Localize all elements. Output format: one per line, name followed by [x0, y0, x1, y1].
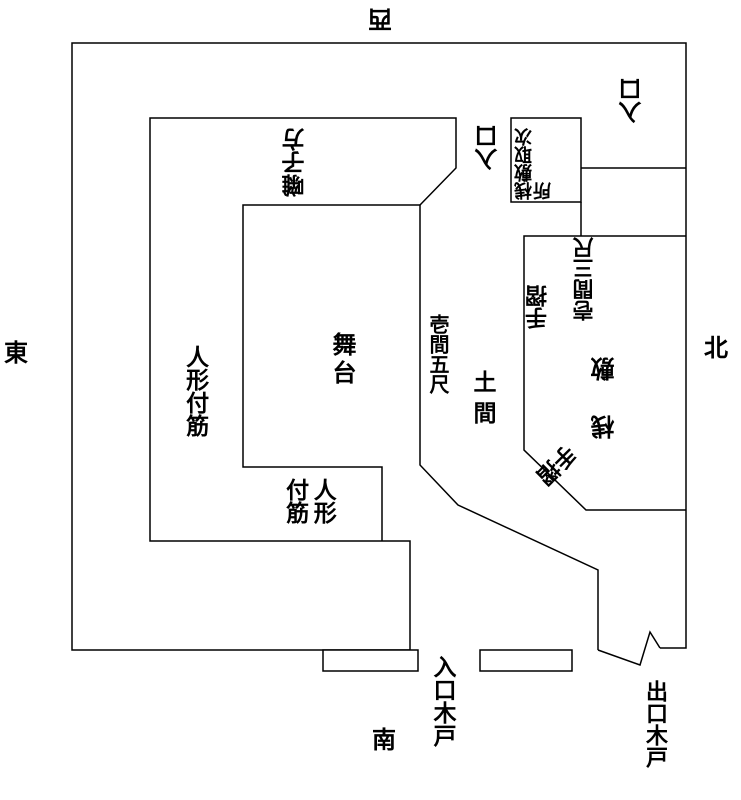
stage-outline	[242, 204, 420, 541]
stage-label: 舞台	[328, 332, 356, 388]
exit-door-label: 出口木戸	[642, 680, 667, 768]
outer-wall	[71, 42, 687, 651]
exit-door-swing	[597, 630, 661, 666]
doll-bottom-label: 人形付筋	[281, 478, 336, 524]
entrance-door-label: 入口木戸	[429, 655, 455, 747]
hayashi-label: 囃子方	[283, 128, 309, 197]
tesuri-top-label: 手摺	[526, 285, 551, 329]
sajiki-outline	[523, 235, 686, 511]
direction-west: 西	[368, 5, 392, 33]
iriguchi-top-label: 入口	[476, 125, 502, 171]
direction-north: 北	[704, 334, 728, 362]
sajiki-office-box	[510, 117, 582, 203]
doll-left-label: 人形付筋	[181, 345, 208, 437]
entrance-door-right	[479, 649, 573, 672]
doma-label: 土間	[469, 370, 495, 432]
sajiki-office-label: 桟敷取次所	[514, 128, 554, 200]
direction-east: 東	[4, 339, 28, 367]
sajiki-label: 桟敷	[591, 323, 619, 439]
direction-south: 南	[372, 726, 396, 754]
iriguchi-right-label: 入口	[620, 78, 646, 124]
sajiki-width-label: 壱間三尺	[572, 237, 596, 321]
doll-track-wall	[149, 117, 457, 650]
doma-divider	[419, 205, 599, 650]
doma-width-label: 壱間五尺	[426, 314, 450, 394]
entrance-door-left	[322, 649, 419, 672]
